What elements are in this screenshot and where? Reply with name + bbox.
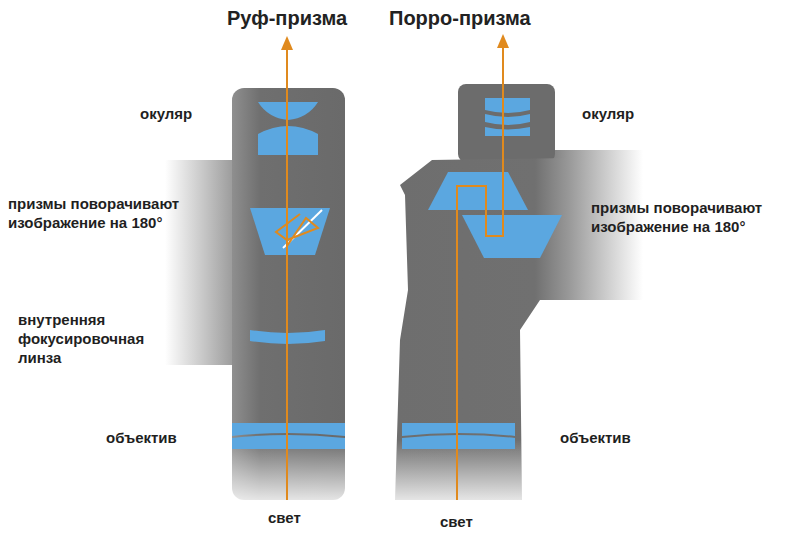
light-ray-fold [276,214,318,246]
part-label: призмы поворачивают изображение на 180° [591,198,791,236]
part-label: призмы поворачивают изображение на 180° [8,194,213,232]
roof-body [232,88,345,500]
part-label: внутренняя фокусировочная линза [18,310,158,367]
eyepiece-lens [485,98,530,113]
objective-lens [232,423,345,436]
part-label: объектив [106,428,177,447]
eyepiece-lens [485,127,530,136]
porro-prism [428,172,528,210]
title: Порро-призма [389,6,531,30]
objective-lens [402,435,515,449]
part-label: объектив [560,428,631,447]
eyepiece-housing [458,84,555,162]
roof-prism [250,208,330,255]
objective-lens [402,423,515,436]
eyepiece-lens [485,114,530,125]
title: Руф-призма [227,6,347,30]
arrow-head [281,36,293,50]
porro-body [395,158,570,500]
light-ray [286,46,288,500]
body-fade [232,440,345,502]
light-ray [457,44,503,500]
light-label: свет [440,512,473,531]
body-fade [395,440,525,502]
porro-prism [462,215,562,258]
objective-lens [232,435,345,449]
light-label: свет [268,508,301,527]
part-label: окуляр [140,104,192,123]
part-label: окуляр [582,104,634,123]
arrow-head [497,34,509,48]
